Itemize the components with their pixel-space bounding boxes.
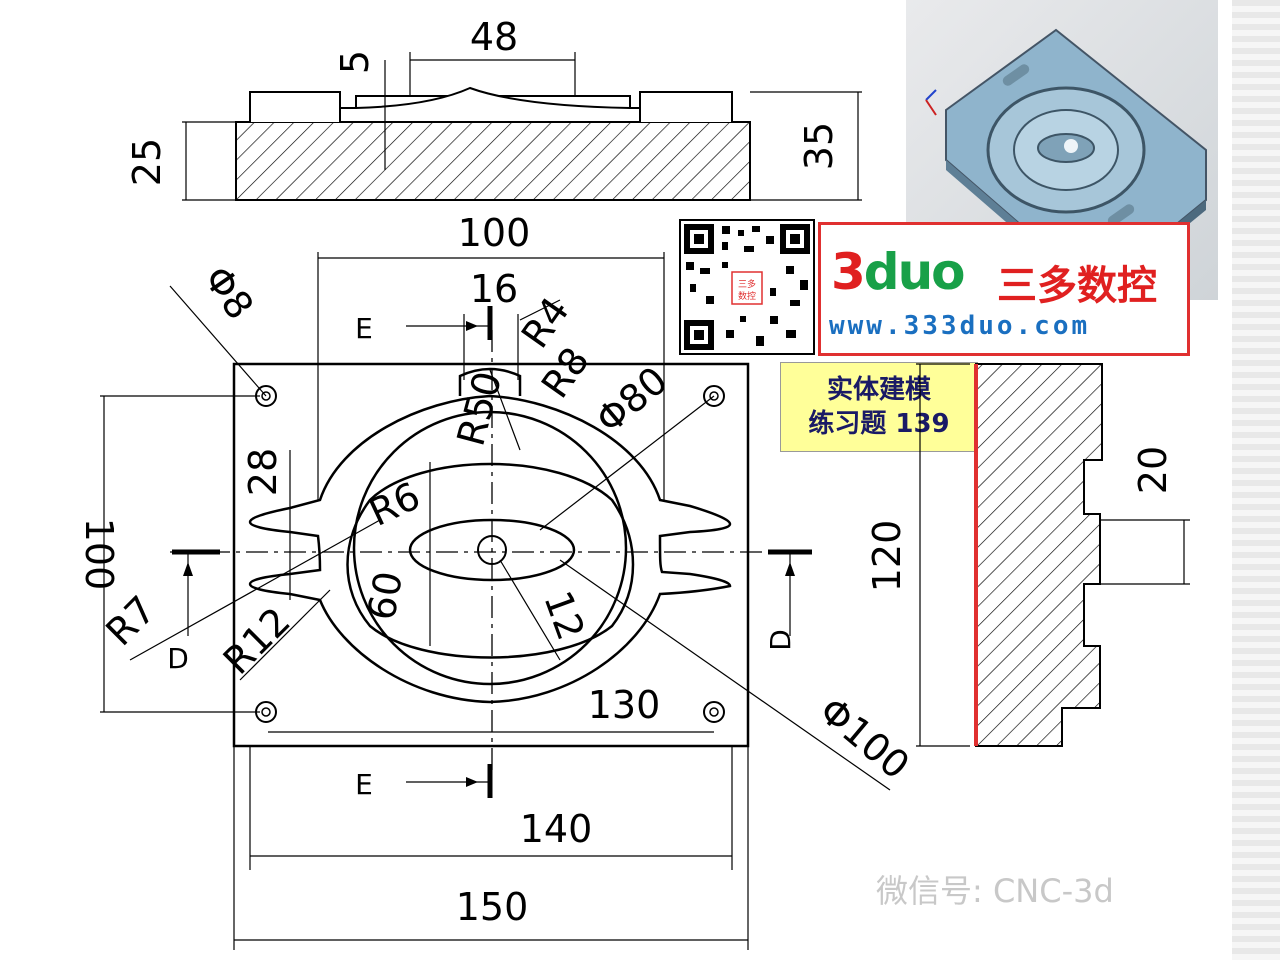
title-line2: 练习题 139: [808, 409, 950, 439]
dim-28: 28: [241, 448, 285, 496]
dim-120: 120: [865, 520, 909, 593]
dim-150: 150: [456, 885, 529, 929]
section-label-d-left: D: [167, 642, 189, 675]
brand-name-cn: 三多数控: [997, 263, 1157, 309]
dim-25: 25: [125, 138, 169, 186]
dim-20: 20: [1131, 446, 1175, 494]
plan-view: [100, 252, 891, 950]
side-section-view: [916, 363, 1190, 747]
dim-35: 35: [797, 122, 841, 170]
qr-center-text-1: 三多: [738, 278, 756, 290]
dim-60: 60: [359, 568, 411, 623]
side-ruler: [1232, 0, 1280, 960]
wechat-watermark: 微信号: CNC-3d: [876, 872, 1114, 910]
dim-r7: R7: [97, 587, 164, 654]
dim-r50: R50: [449, 367, 511, 451]
brand-logo: 3duo: [831, 243, 966, 301]
dim-48: 48: [470, 15, 518, 59]
section-label-e-bottom: E: [355, 768, 373, 801]
dim-r12: R12: [215, 599, 299, 683]
dim-100-left: 100: [77, 518, 121, 591]
dim-phi100: Φ100: [811, 688, 918, 788]
part-3d-render: [906, 0, 1218, 300]
top-section-view: [182, 52, 862, 201]
exercise-title: 实体建模 练习题 139: [780, 362, 978, 452]
dim-12: 12: [535, 585, 593, 645]
dim-phi8: Φ8: [195, 258, 262, 328]
dim-arrows: [183, 321, 795, 787]
brand-logo-3: 3: [831, 243, 866, 301]
dim-16: 16: [470, 267, 518, 311]
section-label-d-right: D: [764, 629, 797, 651]
section-label-e-top: E: [355, 312, 373, 345]
brand-logo-duo: duo: [863, 243, 966, 301]
dim-100-top: 100: [458, 211, 531, 255]
title-line1: 实体建模: [826, 375, 931, 405]
brand-url: www.333duo.com: [829, 311, 1091, 341]
qr-center-text-2: 数控: [738, 290, 756, 302]
dim-140: 140: [520, 807, 593, 851]
dim-phi80: Φ80: [588, 358, 676, 442]
dim-130: 130: [588, 683, 661, 727]
dim-5: 5: [333, 50, 377, 74]
qr-code: 三多 数控: [679, 219, 815, 355]
brand-logo-box: 3duo 三多数控 www.333duo.com: [818, 222, 1190, 356]
